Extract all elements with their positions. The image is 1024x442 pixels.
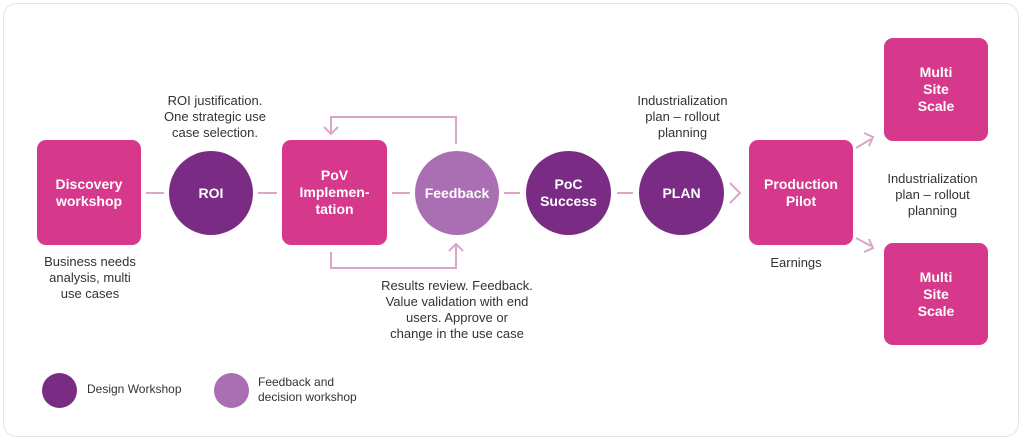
feedback-label: Feedback: [424, 184, 490, 201]
plan-label: PLAN: [662, 184, 701, 201]
branch-down-arrowhead: [863, 238, 875, 253]
multi-site-scale-top-node: Multi Site Scale: [884, 38, 988, 141]
multi-site-scale-bottom-node: Multi Site Scale: [884, 243, 988, 345]
multi-site-scale-top-label: Multi Site Scale: [917, 64, 955, 114]
loop-bottom-line: [330, 244, 457, 269]
plan-note: Industrialization plan – rollout plannin…: [637, 93, 728, 140]
branch-down: [855, 237, 872, 247]
loop-top-line: [330, 116, 457, 144]
poc-success-node: PoC Success: [526, 151, 611, 235]
discovery-workshop-label: Discovery workshop: [55, 175, 123, 209]
legend-feedback-swatch: [214, 373, 249, 408]
production-pilot-label: Production Pilot: [764, 175, 838, 209]
arrow-plan-production: [729, 182, 742, 204]
pov-implementation-label: PoV Implemen- tation: [299, 167, 370, 217]
roi-label: ROI: [198, 184, 224, 201]
branch-up-arrowhead: [863, 132, 875, 147]
roi-note: ROI justification. One strategic use cas…: [164, 93, 266, 140]
legend-design-swatch: [42, 373, 77, 408]
legend-design-label: Design Workshop: [87, 382, 182, 396]
loop-top-arrowhead: [323, 126, 339, 136]
feedback-note: Results review. Feedback. Value validati…: [381, 278, 533, 341]
branch-up: [855, 138, 872, 149]
multi-site-scale-bottom-label: Multi Site Scale: [917, 268, 955, 319]
plan-node: PLAN: [639, 151, 724, 235]
feedback-node: Feedback: [415, 151, 499, 235]
loop-bottom-arrowhead: [448, 242, 464, 252]
legend-feedback-label: Feedback and decision workshop: [258, 375, 357, 404]
scale-note: Industrialization plan – rollout plannin…: [887, 171, 978, 218]
pov-implementation-node: PoV Implemen- tation: [282, 140, 387, 245]
production-pilot-node: Production Pilot: [749, 140, 853, 245]
discovery-note: Business needs analysis, multi use cases: [44, 254, 136, 301]
production-note: Earnings: [770, 255, 822, 270]
poc-success-label: PoC Success: [540, 176, 597, 209]
discovery-workshop-node: Discovery workshop: [37, 140, 141, 245]
roi-node: ROI: [169, 151, 253, 235]
